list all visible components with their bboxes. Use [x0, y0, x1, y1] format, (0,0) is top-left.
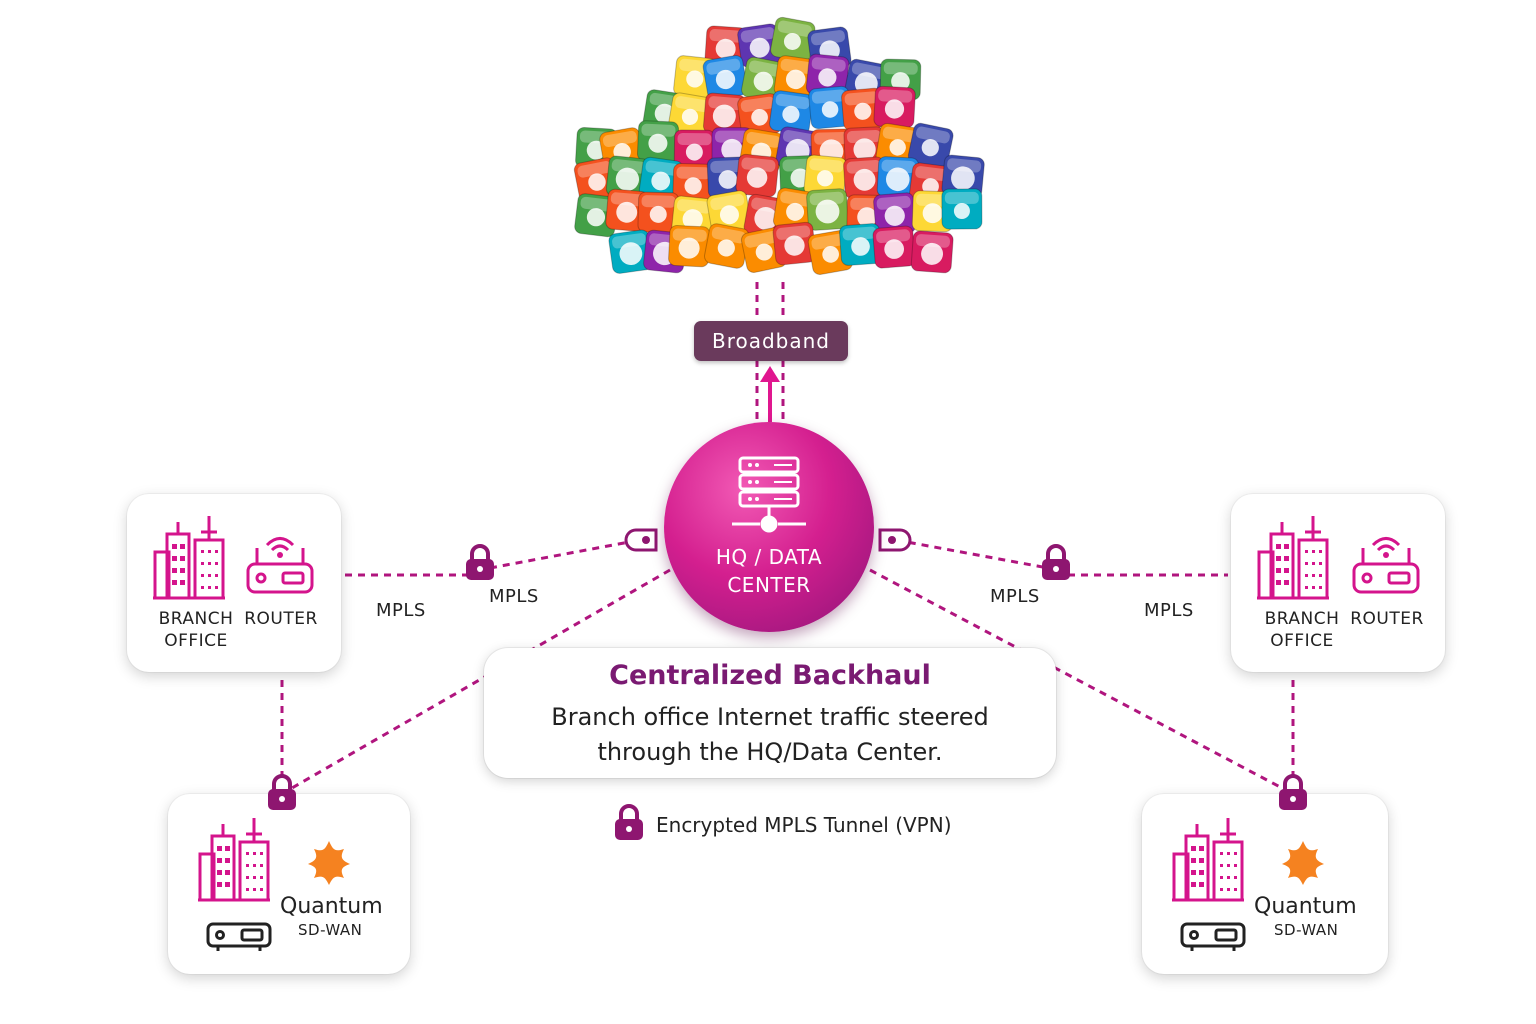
app-tile	[772, 221, 817, 266]
tunnel-left-hub	[489, 538, 641, 570]
app-tile	[711, 127, 753, 169]
callout-description: Branch office Internet traffic steered t…	[551, 703, 989, 766]
sdwan-appliance-icon	[206, 922, 272, 951]
sdwan-label: SD-WAN	[298, 921, 363, 939]
branch-office-label: BRANCH OFFICE	[158, 609, 234, 651]
app-tile	[668, 224, 711, 268]
lock-icon	[466, 544, 494, 580]
app-tile	[637, 191, 680, 234]
server-rack-icon	[732, 456, 806, 533]
legend-lock-icon	[615, 804, 643, 840]
branch-office-card-left: BRANCH OFFICE ROUTER	[127, 494, 341, 672]
broadband-label: Broadband	[694, 321, 848, 361]
app-tile	[703, 223, 750, 269]
quantum-star-icon	[308, 841, 350, 885]
branch-office-card-right: BRANCH OFFICE ROUTER	[1231, 494, 1445, 672]
quantum-label: Quantum	[280, 894, 383, 919]
sdwan-label: SD-WAN	[1274, 921, 1339, 939]
app-tile	[575, 126, 618, 170]
internet-apps-cloud	[530, 14, 1020, 284]
app-tile	[941, 154, 985, 198]
app-tile	[605, 188, 649, 232]
app-tile	[907, 122, 954, 169]
mpls-label-left-inner: MPLS	[489, 586, 539, 607]
quantum-label: Quantum	[1254, 894, 1357, 919]
app-tile	[636, 120, 680, 163]
app-tile	[873, 192, 917, 236]
app-tile	[876, 156, 920, 199]
legend-label: Encrypted MPLS Tunnel (VPN)	[656, 813, 952, 837]
broadband-arrow	[760, 366, 780, 422]
app-tile	[941, 188, 983, 230]
sdwan-site-card-left: Quantum SD-WAN	[168, 794, 410, 974]
mpls-label-right-outer: MPLS	[1144, 600, 1194, 621]
app-tile	[841, 87, 885, 131]
app-tile	[872, 225, 916, 269]
lock-icon	[268, 774, 296, 810]
office-buildings-icon	[1257, 516, 1329, 600]
mpls-label-right-inner: MPLS	[990, 586, 1040, 607]
branch-office-label: BRANCH OFFICE	[1264, 609, 1340, 651]
app-tile	[843, 156, 886, 200]
app-tile	[873, 85, 916, 129]
router-icon	[1352, 537, 1420, 594]
app-tile	[706, 190, 752, 236]
sdwan-appliance-icon	[1180, 922, 1246, 951]
app-tile	[574, 193, 619, 238]
app-tile	[910, 230, 954, 274]
hq-data-center-hub	[664, 422, 874, 632]
app-tile	[638, 156, 684, 202]
app-tile	[839, 223, 882, 266]
callout-title: Centralized Backhaul	[609, 660, 931, 691]
app-tile	[772, 187, 818, 233]
router-label: ROUTER	[244, 609, 318, 629]
centralized-backhaul-callout: Centralized Backhaul Branch office Inter…	[484, 648, 1056, 778]
quantum-star-icon	[1282, 841, 1324, 885]
lock-icon	[1279, 774, 1307, 810]
app-tiles-cloud	[573, 16, 985, 275]
lock-icon	[1042, 544, 1070, 580]
app-tile	[673, 129, 716, 171]
hub-side-connectors	[624, 528, 912, 552]
app-tile	[667, 92, 713, 138]
app-tile	[808, 85, 852, 130]
app-tile	[875, 122, 921, 168]
app-tile	[769, 90, 814, 135]
app-tile	[805, 53, 850, 98]
sdwan-site-card-right: Quantum SD-WAN	[1142, 794, 1388, 974]
tunnel-right-hub	[895, 538, 1049, 570]
router-icon	[246, 537, 314, 594]
office-buildings-icon	[153, 516, 225, 600]
router-label: ROUTER	[1350, 609, 1424, 629]
app-tile	[806, 188, 849, 231]
app-tile	[735, 153, 780, 198]
office-buildings-icon	[1172, 818, 1244, 902]
office-buildings-icon	[198, 818, 270, 902]
hub-label: HQ / DATA CENTER	[715, 545, 823, 597]
app-tile	[702, 92, 747, 136]
app-tile	[702, 54, 748, 101]
app-tile	[737, 23, 782, 68]
mpls-label-left-outer: MPLS	[376, 600, 426, 621]
